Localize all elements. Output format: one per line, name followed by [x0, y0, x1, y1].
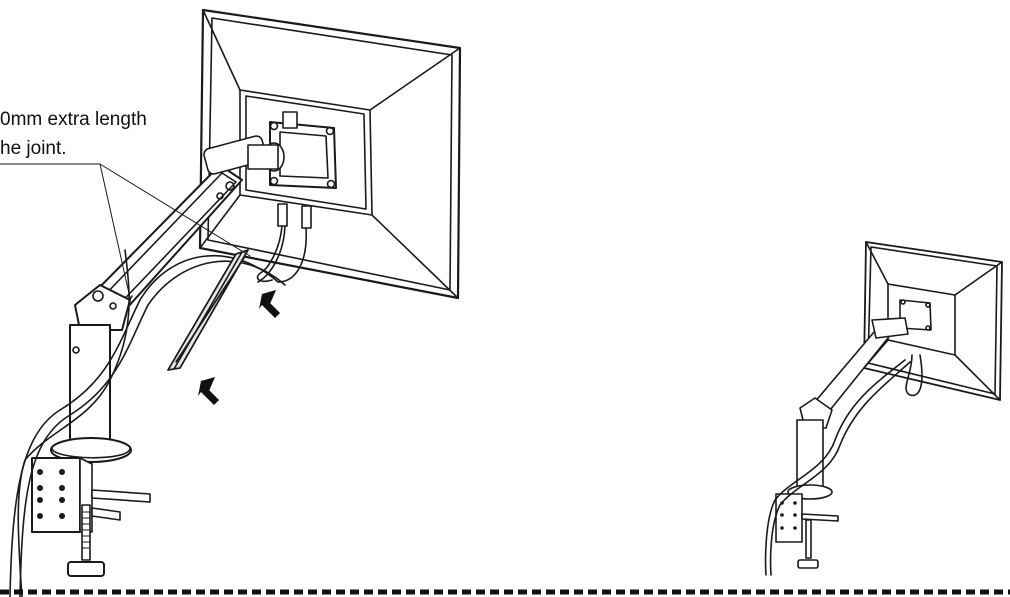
pointing-arrow-icon — [259, 290, 280, 318]
cables — [9, 249, 286, 597]
large-monitor-arm — [74, 135, 285, 331]
small-monitor — [863, 241, 1003, 401]
large-monitor-assembly — [0, 8, 462, 597]
pointing-arrow-icon — [198, 377, 219, 405]
pole-column — [50, 324, 132, 463]
desk-clamp — [31, 457, 151, 577]
callout-text-line-1: 0mm extra length — [0, 109, 147, 130]
small-cables — [764, 359, 911, 576]
cable-plugs — [256, 203, 312, 283]
cable-cover — [167, 249, 249, 371]
callout-text-line-2: he joint. — [0, 138, 67, 159]
small-pole — [775, 419, 839, 569]
callout-leaders — [0, 163, 251, 299]
small-monitor-assembly — [764, 241, 1003, 576]
